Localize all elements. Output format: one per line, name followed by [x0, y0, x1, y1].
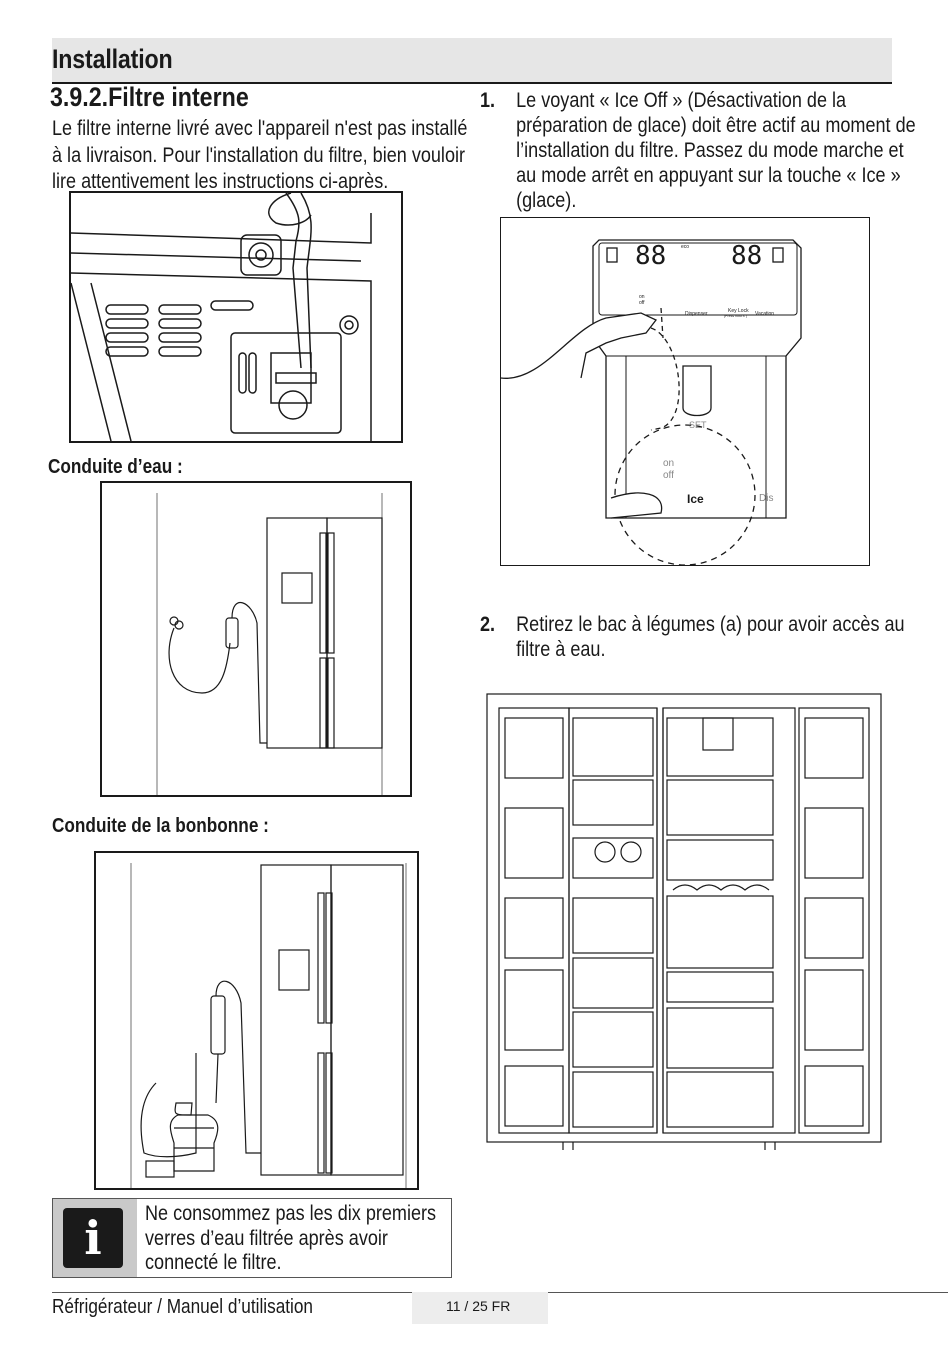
bottle-line-figure: [94, 851, 419, 1190]
set-label: SET: [689, 420, 707, 430]
open-fridge-figure: [485, 690, 883, 1152]
keylock-sublabel: (Press hold 3"): [724, 314, 747, 318]
step-2: 2. Retirez le bac à légumes (a) pour avo…: [480, 612, 927, 672]
step-text: Retirez le bac à légumes (a) pour avoir …: [516, 613, 905, 661]
note-icon-background: i: [53, 1199, 137, 1277]
header-bar: [52, 38, 892, 84]
page-title: Installation: [52, 44, 173, 74]
footer-manual-title: Réfrigérateur / Manuel d’utilisation: [52, 1296, 314, 1318]
vacation-label: Vacation: [755, 311, 774, 317]
caption-bottle-line: Conduite de la bonbonne :: [52, 815, 269, 837]
footer-page-box: [412, 1292, 548, 1324]
zoom-on-label: on: [663, 458, 674, 469]
step-number: 2.: [480, 613, 496, 636]
dispenser-label: Dispenser: [685, 311, 708, 317]
zoom-ice-label: Ice: [687, 492, 704, 506]
step-1: 1. Le voyant « Ice Off » (Désactivation …: [480, 88, 927, 218]
zoom-off-label: off: [663, 470, 674, 481]
step-number: 1.: [480, 89, 496, 112]
info-icon: i: [63, 1208, 123, 1268]
zoom-dis-label: Dis: [759, 493, 773, 504]
caption-water-line: Conduite d’eau :: [48, 456, 183, 478]
keylock-label: Key Lock: [728, 308, 749, 314]
note-text: Ne consommez pas les dix premiers verres…: [145, 1202, 437, 1274]
display-right: 88: [731, 241, 762, 271]
control-panel-figure: 88 88 eco on off Dispenser Key Lock (Pre…: [500, 217, 870, 566]
water-line-figure: [100, 481, 412, 797]
eco-label: eco: [681, 244, 689, 250]
section-title: 3.9.2.Filtre interne: [50, 82, 249, 112]
filter-detail-figure: [69, 191, 403, 443]
warning-note: i Ne consommez pas les dix premiers verr…: [52, 1198, 452, 1278]
page-number: 11 / 25 FR: [446, 1298, 511, 1314]
on-label: on: [639, 294, 645, 300]
intro-paragraph: Le filtre interne livré avec l'appareil …: [52, 117, 468, 193]
display-left: 88: [635, 241, 666, 271]
off-label: off: [639, 300, 645, 306]
step-text: Le voyant « Ice Off » (Désactivation de …: [516, 89, 916, 212]
